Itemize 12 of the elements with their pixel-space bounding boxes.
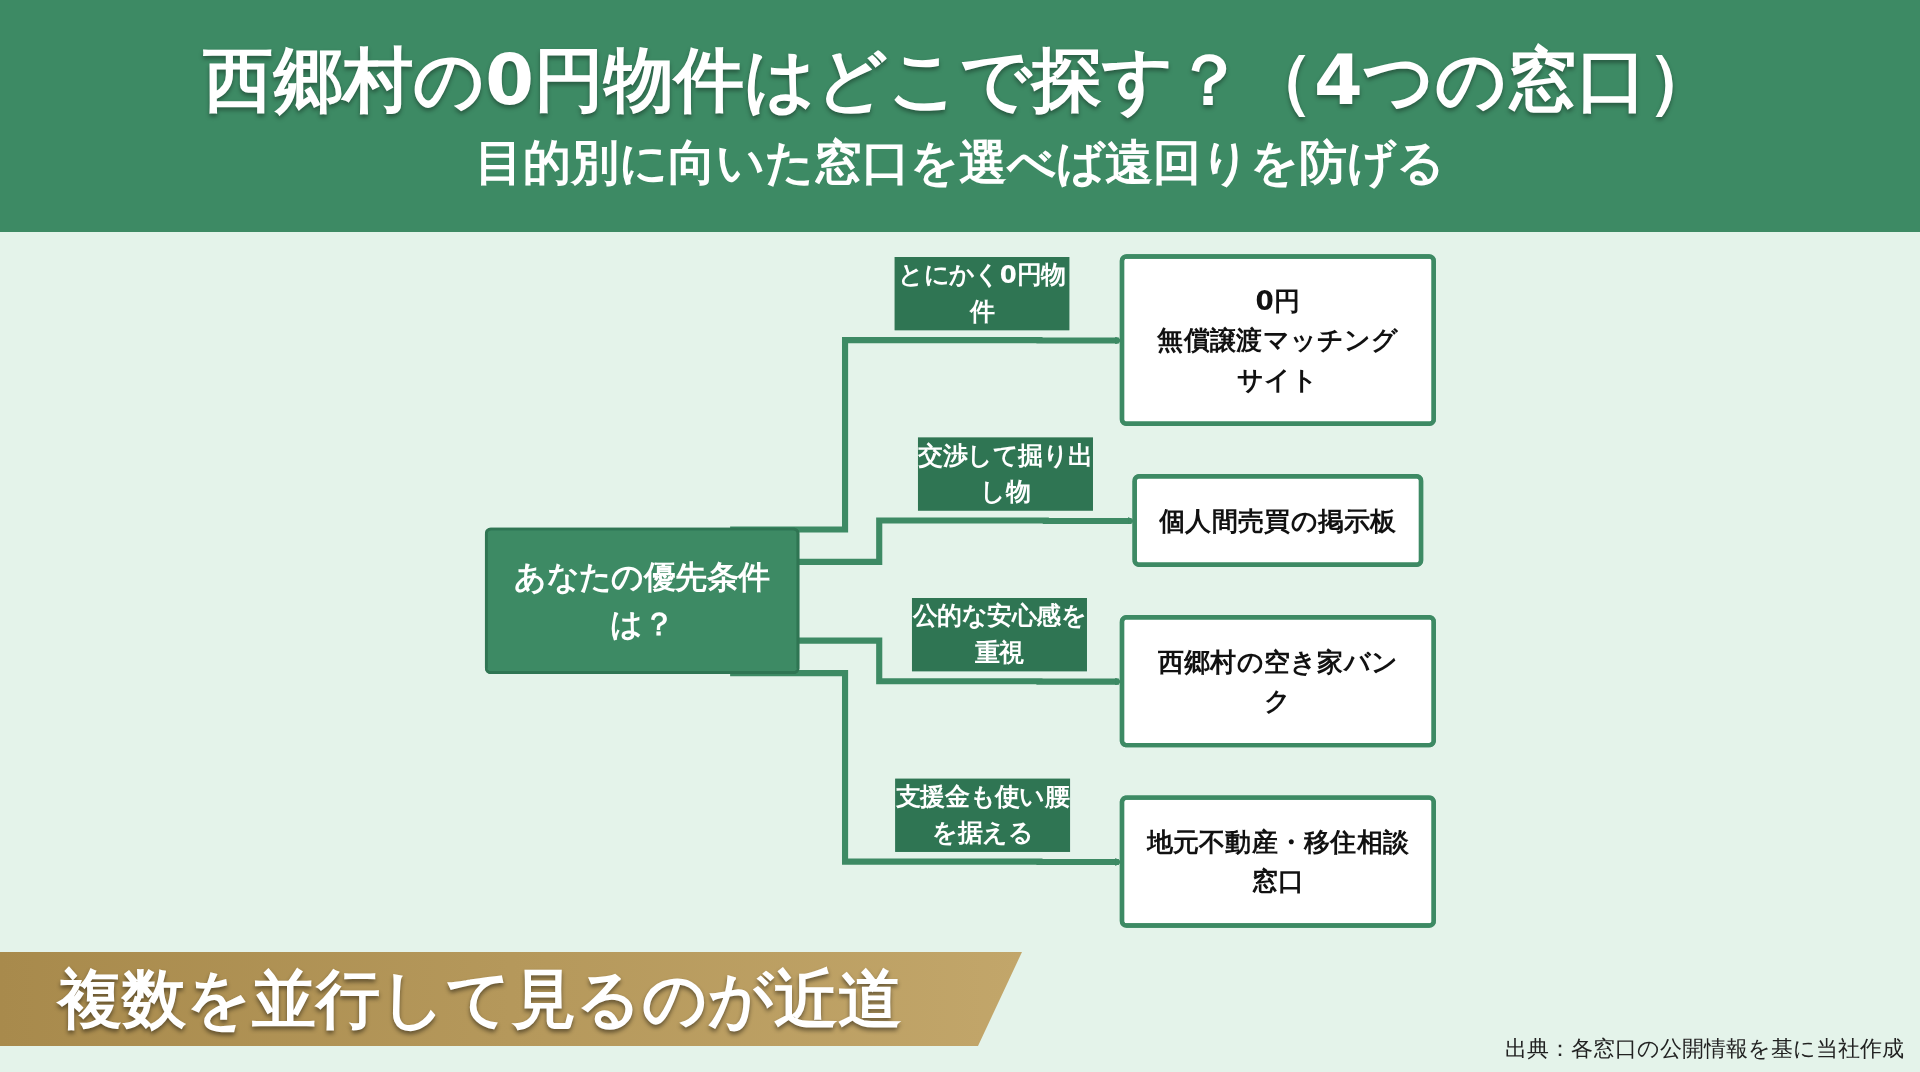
- arrow: [798, 637, 1123, 686]
- arrow: [730, 670, 1123, 866]
- subtitle: 目的別に向いた窓口を選べば遠回りを防げる: [475, 134, 1445, 193]
- title: 西郷村の0円物件はどこで探す？（4つの窓口）: [203, 39, 1717, 121]
- edge-label: とにかく0円物件: [898, 260, 1066, 327]
- banner-note: 複数を並行して見るのが近道: [0, 952, 1022, 1046]
- arrow: [798, 517, 1136, 565]
- edge-label: 交渉して掘り出し物: [918, 440, 1093, 507]
- edge-label: 支援金も使い腰を据える: [895, 781, 1070, 848]
- source-note: 出典：各窓口の公開情報を基に当社作成: [1505, 1035, 1904, 1063]
- arrow: [730, 336, 1123, 533]
- edge-label: 公的な安心感を重視: [912, 601, 1087, 668]
